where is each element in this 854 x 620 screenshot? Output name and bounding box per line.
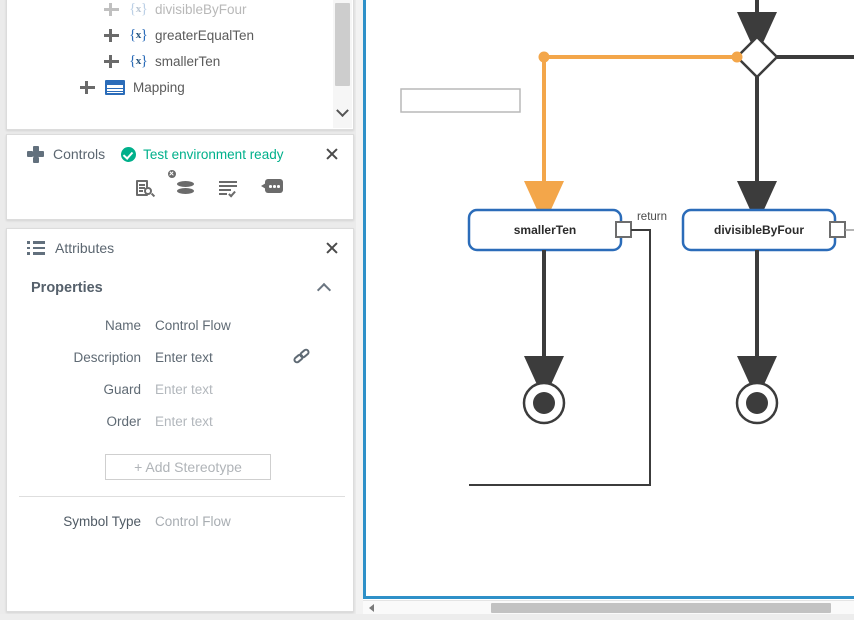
edge-handle-bend[interactable] — [538, 51, 550, 63]
model-tree-card: {x} divisibleByFour {x} greaterEqualTen … — [6, 0, 354, 130]
return-edge[interactable] — [469, 229, 651, 486]
attributes-panel: Attributes Properties Name Control Flow … — [6, 228, 354, 612]
empty-rectangle-shape[interactable] — [400, 88, 521, 113]
property-label: Description — [73, 349, 141, 365]
canvas-horizontal-scrollbar[interactable] — [363, 600, 854, 614]
divider — [19, 496, 345, 497]
controls-header: Controls Test environment ready — [7, 135, 353, 173]
controls-toolbar — [93, 169, 283, 201]
plus-icon[interactable] — [103, 1, 120, 18]
final-node-left-inner — [533, 392, 555, 414]
chevron-up-icon[interactable] — [316, 282, 332, 298]
tree-item-divisibleByFour[interactable]: {x} divisibleByFour — [7, 0, 327, 22]
arrow-left-icon[interactable] — [365, 602, 377, 614]
status-text: Test environment ready — [143, 146, 284, 162]
variable-icon: {x} — [129, 26, 148, 43]
attributes-header: Attributes — [7, 229, 353, 267]
final-node-right-inner — [746, 392, 768, 414]
model-tree-list: {x} divisibleByFour {x} greaterEqualTen … — [7, 0, 327, 100]
symbol-type-row: Symbol Type Control Flow — [7, 514, 353, 529]
close-icon[interactable] — [324, 146, 340, 162]
property-row-name: Name Control Flow — [7, 309, 353, 341]
test-log-button[interactable] — [219, 179, 241, 201]
output-port-smallerTen[interactable] — [615, 221, 632, 238]
symbol-type-value: Control Flow — [155, 514, 231, 529]
canvas-border-bottom — [363, 596, 854, 599]
scrollbar-thumb[interactable] — [491, 603, 831, 613]
property-value-guard[interactable]: Enter text — [155, 381, 213, 397]
run-test-button[interactable] — [93, 179, 115, 201]
panel-splitter-handle[interactable] — [355, 226, 356, 248]
tree-item-mapping[interactable]: Mapping — [7, 74, 327, 100]
property-row-description: Description Enter text — [7, 341, 353, 373]
controls-panel: Controls Test environment ready — [6, 134, 354, 220]
tree-item-label: Mapping — [133, 79, 185, 95]
mapping-table-icon — [105, 79, 125, 95]
property-value-name[interactable]: Control Flow — [155, 317, 231, 333]
add-stereotype-button[interactable]: + Add Stereotype — [105, 454, 271, 480]
left-panel: {x} divisibleByFour {x} greaterEqualTen … — [0, 0, 356, 620]
plus-icon[interactable] — [103, 53, 120, 70]
property-row-order: Order Enter text — [7, 405, 353, 437]
action-node-label: divisibleByFour — [714, 223, 804, 237]
property-value-description[interactable]: Enter text — [155, 349, 213, 365]
check-circle-icon — [121, 146, 137, 162]
activity-diagram[interactable]: smallerTen return divisibleByFour — [363, 0, 854, 596]
controls-cross-icon — [27, 145, 44, 163]
close-icon[interactable] — [324, 240, 340, 256]
decision-diamond-node[interactable] — [735, 35, 779, 79]
properties-section-header[interactable]: Properties — [7, 271, 353, 305]
action-node-label: smallerTen — [514, 223, 576, 237]
clear-database-button[interactable] — [167, 169, 199, 201]
properties-rows: Name Control Flow Description Enter text… — [7, 309, 353, 437]
output-port-divisibleByFour[interactable] — [829, 221, 846, 238]
property-label: Guard — [103, 381, 141, 397]
tree-item-label: smallerTen — [155, 53, 221, 69]
tree-item-label: greaterEqualTen — [155, 27, 255, 43]
tree-item-label: divisibleByFour — [155, 1, 247, 17]
window-bottom-strip — [0, 614, 854, 620]
symbol-type-label: Symbol Type — [63, 514, 141, 529]
canvas-border-left — [363, 0, 366, 599]
diagram-canvas-panel: smallerTen return divisibleByFour — [363, 0, 854, 620]
tree-item-smallerTen[interactable]: {x} smallerTen — [7, 48, 327, 74]
messages-button[interactable] — [261, 179, 283, 201]
tree-item-greaterEqualTen[interactable]: {x} greaterEqualTen — [7, 22, 327, 48]
scrollbar-thumb[interactable] — [335, 3, 350, 86]
tree-vertical-scrollbar[interactable] — [333, 0, 352, 128]
controls-title: Controls — [53, 146, 106, 162]
link-icon[interactable] — [292, 347, 313, 367]
attribute-list-icon — [27, 241, 45, 255]
plus-icon[interactable] — [79, 79, 96, 96]
property-value-order[interactable]: Enter text — [155, 413, 213, 429]
selected-control-flow-edge[interactable] — [524, 55, 737, 225]
property-label: Order — [106, 413, 141, 429]
properties-label: Properties — [31, 280, 103, 296]
variable-icon: {x} — [129, 52, 148, 69]
chevron-down-icon[interactable] — [333, 103, 352, 122]
inspect-document-button[interactable] — [135, 179, 157, 201]
plus-icon[interactable] — [103, 27, 120, 44]
edge-handle-source[interactable] — [731, 51, 743, 63]
test-environment-status: Test environment ready — [121, 146, 284, 162]
property-row-guard: Guard Enter text — [7, 373, 353, 405]
variable-icon: {x} — [129, 0, 148, 17]
attributes-title: Attributes — [55, 240, 115, 256]
edge-label-return: return — [637, 211, 667, 223]
property-label: Name — [104, 317, 141, 333]
